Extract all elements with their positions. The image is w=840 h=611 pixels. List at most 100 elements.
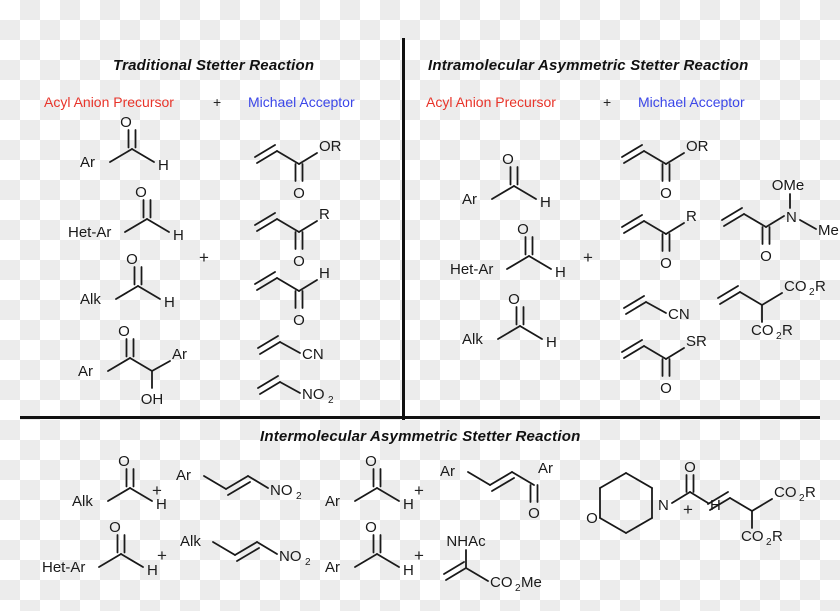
- label-top-ester: CO: [784, 278, 807, 295]
- intramolecular-center-plus: +: [583, 248, 593, 267]
- label-or: OR: [319, 138, 342, 155]
- label-ester: CO: [490, 574, 513, 591]
- p3-pair-3-plus: +: [414, 546, 424, 565]
- label-o: O: [660, 380, 672, 397]
- label-ar: Ar: [176, 467, 191, 484]
- label-o: O: [109, 519, 121, 536]
- p1-heteroaryl-aldehyde: Het-Ar O H: [68, 184, 184, 244]
- label-cn: CN: [668, 306, 690, 323]
- label-no2-sub: 2: [305, 557, 311, 568]
- label-o: O: [660, 185, 672, 202]
- p2-alkyl-aldehyde: Alk O H: [462, 291, 557, 351]
- label-ar: Ar: [325, 493, 340, 510]
- label-o: O: [118, 323, 130, 340]
- p3-aryl-aldehyde-donor-1: Ar O H: [325, 453, 414, 513]
- label-no2-sub: 2: [296, 491, 302, 502]
- label-bottom-sub: 2: [776, 331, 782, 342]
- label-me: Me: [521, 574, 542, 591]
- p2-thioester: O SR: [621, 333, 707, 397]
- label-o: O: [684, 459, 696, 476]
- label-oh: OH: [141, 391, 164, 408]
- p3-alkyl-aldehyde-donor: Alk O H: [72, 453, 167, 513]
- p3-morpholine-carbaldehyde-donor: O N O H: [586, 459, 721, 534]
- p2-acrylate-ester: O OR: [621, 138, 709, 202]
- label-h: H: [546, 334, 557, 351]
- label-o: O: [528, 505, 540, 522]
- traditional-michael-label: Michael Acceptor: [248, 94, 355, 110]
- p3-malonate-acceptor: CO 2 R CO 2 R: [707, 484, 816, 548]
- p3-heteroaryl-aldehyde-donor: Het-Ar O H: [42, 519, 158, 579]
- label-o: O: [502, 151, 514, 168]
- label-top-r: R: [805, 484, 816, 501]
- p1-aryl-aldehyde: Ar O H: [80, 114, 169, 174]
- label-hetar: Het-Ar: [450, 261, 493, 278]
- label-ar-right: Ar: [172, 346, 187, 363]
- label-o: O: [118, 453, 130, 470]
- label-o: O: [135, 184, 147, 201]
- p2-enone: O R: [621, 208, 697, 272]
- p1-enal: O H: [254, 265, 330, 329]
- label-r: R: [686, 208, 697, 225]
- label-ome: OMe: [772, 177, 805, 194]
- label-no2: NO: [279, 548, 302, 565]
- label-h: H: [710, 497, 721, 514]
- p2-alkylidene-malonate: CO 2 R CO 2 R: [717, 278, 826, 342]
- label-h: H: [173, 227, 184, 244]
- label-o: O: [126, 251, 138, 268]
- p3-pair-2-plus: +: [414, 481, 424, 500]
- label-ar-right: Ar: [538, 460, 553, 477]
- label-o: O: [365, 519, 377, 536]
- traditional-center-plus: +: [199, 248, 209, 267]
- p3-aryl-nitroalkene-acceptor: Ar NO 2: [176, 467, 302, 502]
- vertical-divider: [402, 38, 405, 420]
- p3-pair-0-plus: +: [152, 481, 162, 500]
- label-no2: NO: [270, 482, 293, 499]
- label-cn: CN: [302, 346, 324, 363]
- label-h: H: [540, 194, 551, 211]
- intramolecular-acyl-label: Acyl Anion Precursor: [426, 94, 556, 110]
- traditional-header-plus: +: [213, 94, 222, 110]
- p1-nitroalkene: NO 2: [257, 375, 334, 406]
- label-ar: Ar: [462, 191, 477, 208]
- p2-weinreb-amide: O N OMe Me: [721, 177, 839, 265]
- p2-aryl-aldehyde: Ar O H: [462, 151, 551, 211]
- p3-aryl-aldehyde-donor-2: Ar O H: [325, 519, 414, 579]
- p3-pair-1-plus: +: [157, 546, 167, 565]
- p3-alkyl-nitroalkene-acceptor: Alk NO 2: [180, 533, 311, 568]
- label-o: O: [293, 185, 305, 202]
- label-top-r: R: [815, 278, 826, 295]
- label-alk: Alk: [80, 291, 101, 308]
- label-h: H: [164, 294, 175, 311]
- label-o: O: [120, 114, 132, 131]
- label-bottom-sub: 2: [766, 537, 772, 548]
- p1-enone: O R: [254, 206, 330, 270]
- label-ar-left: Ar: [78, 363, 93, 380]
- label-o: O: [365, 453, 377, 470]
- label-h: H: [555, 264, 566, 281]
- label-alk: Alk: [462, 331, 483, 348]
- label-o: O: [760, 248, 772, 265]
- label-alk: Alk: [72, 493, 93, 510]
- label-o: O: [293, 253, 305, 270]
- label-o: O: [508, 291, 520, 308]
- label-no2: NO: [302, 386, 325, 403]
- label-h: H: [158, 157, 169, 174]
- label-hetar: Het-Ar: [68, 224, 111, 241]
- traditional-acyl-label: Acyl Anion Precursor: [44, 94, 174, 110]
- label-ar: Ar: [80, 154, 95, 171]
- label-alk: Alk: [180, 533, 201, 550]
- p1-acrylate-ester: O OR: [254, 138, 342, 202]
- label-ar: Ar: [325, 559, 340, 576]
- label-o: O: [293, 312, 305, 329]
- label-bottom-r: R: [782, 322, 793, 339]
- label-top-ester: CO: [774, 484, 797, 501]
- label-h: H: [403, 562, 414, 579]
- label-h: H: [319, 265, 330, 282]
- label-h: H: [403, 496, 414, 513]
- label-ar-left: Ar: [440, 463, 455, 480]
- intramolecular-panel-title: Intramolecular Asymmetric Stetter Reacti…: [428, 57, 749, 74]
- traditional-panel-title: Traditional Stetter Reaction: [113, 57, 315, 74]
- p1-alkyl-aldehyde: Alk O H: [80, 251, 175, 311]
